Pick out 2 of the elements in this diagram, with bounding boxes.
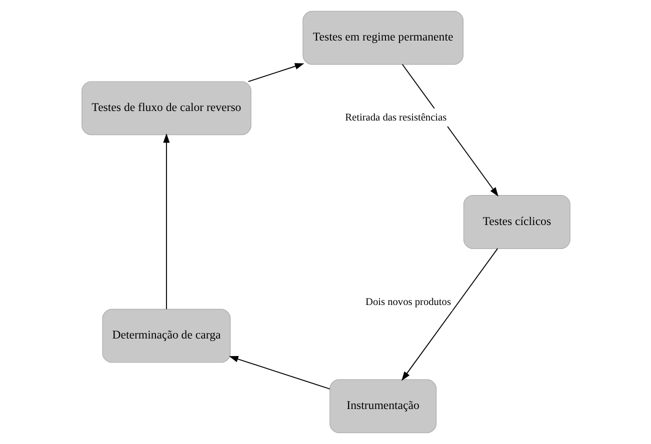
edge-label: Retirada das resistências bbox=[344, 112, 446, 124]
edge-label: Dois novos produtos bbox=[364, 296, 450, 308]
